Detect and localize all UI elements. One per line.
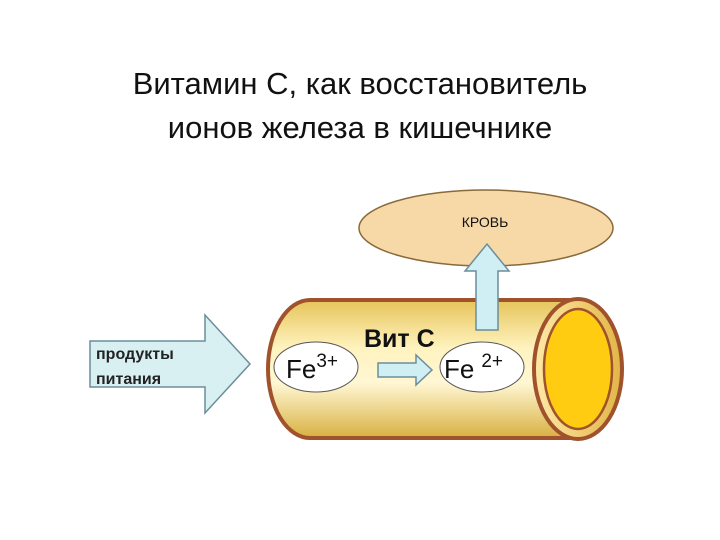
- svg-text:Fe2+: Fe 2+: [444, 351, 503, 384]
- fe2-oval: [439, 341, 525, 393]
- fe3-symbol: Fe: [286, 354, 316, 384]
- food-label-line-1: продукты: [96, 346, 174, 363]
- fe2-symbol: Fe: [444, 354, 474, 384]
- fe3-charge: 3+: [316, 351, 338, 372]
- fe3-ion: Fe3+: [273, 341, 359, 393]
- slide-title: Витамин С, как восстановитель ионов желе…: [0, 62, 720, 150]
- conversion-arrow: [377, 353, 434, 387]
- intestine-tube: [266, 297, 624, 441]
- title-line-2: ионов железа в кишечнике: [167, 110, 553, 145]
- absorption-arrow: [463, 242, 511, 331]
- tube-opening-cap: [542, 307, 614, 431]
- vitamin-c-label: Вит С: [364, 325, 435, 353]
- food-input: продукты питания: [89, 313, 252, 415]
- food-arrow: [89, 313, 252, 415]
- title-line-1: Витамин С, как восстановитель: [132, 66, 588, 101]
- fe2-ion: Fe 2+: [439, 341, 525, 393]
- food-label-line-2: питания: [96, 371, 161, 388]
- fe3-oval: [273, 341, 359, 393]
- fe2-charge: 2+: [481, 351, 503, 372]
- blood-label: КРОВЬ: [462, 214, 509, 230]
- svg-text:Fe3+: Fe3+: [286, 351, 338, 384]
